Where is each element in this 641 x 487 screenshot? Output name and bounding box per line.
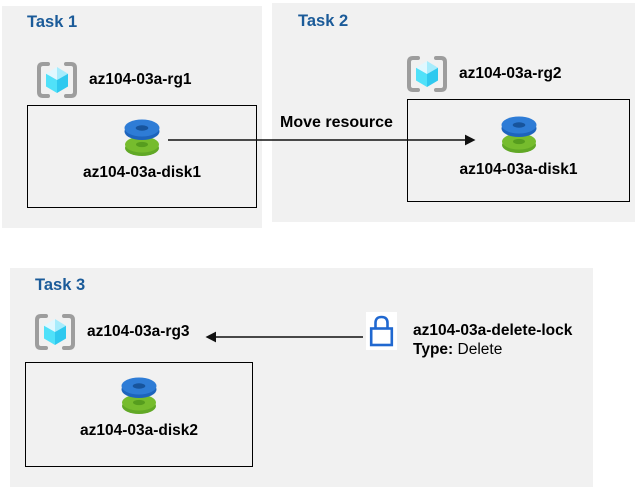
move-resource-label: Move resource (280, 114, 393, 131)
lock-name-label: az104-03a-delete-lock (413, 322, 573, 339)
task3-panel: Task 3 az104-03a-rg3 (10, 268, 593, 487)
lock-icon (366, 312, 397, 350)
resource-group-icon (35, 61, 79, 99)
disk-label: az104-03a-disk1 (82, 164, 202, 181)
disk-icon (118, 375, 160, 417)
task2-title: Task 2 (298, 12, 349, 30)
lock-type-label: Type: Delete (413, 340, 503, 358)
task1-resource-box: az104-03a-disk1 (27, 105, 257, 208)
task2-resource-box: az104-03a-disk1 (407, 99, 630, 202)
task1-panel: Task 1 az104-03a-rg1 (2, 6, 262, 228)
disk-icon (498, 114, 540, 156)
resource-group-label: az104-03a-rg2 (459, 65, 562, 82)
disk-icon (121, 117, 163, 159)
task3-title: Task 3 (35, 276, 86, 294)
disk-label: az104-03a-disk2 (79, 422, 199, 439)
resource-group-label: az104-03a-rg3 (87, 323, 190, 340)
task2-resource-group: az104-03a-rg2 (405, 52, 562, 96)
task2-panel: Task 2 az104-03a-rg2 Move resource (272, 3, 635, 222)
resource-group-icon (405, 55, 449, 93)
disk-label: az104-03a-disk1 (459, 161, 578, 178)
task1-resource-group: az104-03a-rg1 (35, 58, 192, 102)
resource-group-label: az104-03a-rg1 (89, 71, 192, 88)
task3-resource-box: az104-03a-disk2 (25, 362, 253, 467)
task1-title: Task 1 (27, 13, 78, 31)
lock-annotation: az104-03a-delete-lock Type: Delete (413, 322, 572, 359)
resource-group-icon (33, 313, 77, 351)
task3-resource-group: az104-03a-rg3 (33, 310, 190, 354)
